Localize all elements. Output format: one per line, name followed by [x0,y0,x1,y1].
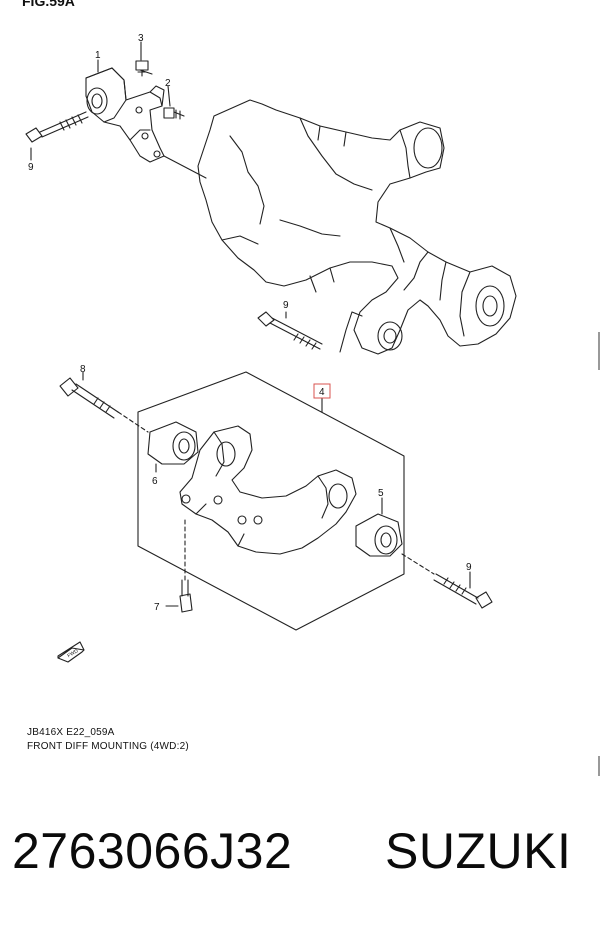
callout-9-middle: 9 [283,300,289,311]
callout-6: 6 [152,476,158,487]
fwd-badge-label: FWD [67,648,80,659]
bolt-part-3 [135,60,153,77]
fwd-arrow-icon [57,641,85,663]
callout-box-part-4 [313,383,331,399]
listing-footer [0,776,600,932]
bushing-part-5 [355,513,403,557]
lower-mount-bracket [179,425,357,555]
drawing-code: JB416X E22_059A [27,727,115,738]
callout-9-lower: 9 [466,562,472,573]
bushing-part-6 [147,421,199,465]
bolt-part-2 [163,107,185,120]
callout-8: 8 [80,364,86,375]
bolt-part-7 [179,519,193,613]
exploded-parts-diagram: 1 3 2 9 9 4 8 6 5 7 9 FWD [25,33,517,663]
callout-9-upper: 9 [28,162,34,173]
bolt-part-9-upper [25,111,89,143]
figure-label: FIG.59A [22,0,75,9]
callout-2: 2 [165,78,171,89]
bolt-part-8 [59,377,149,433]
upper-mount-bracket [85,67,165,163]
callout-5: 5 [378,488,384,499]
differential-housing [197,99,517,355]
bolt-part-9-lower [401,553,493,609]
edge-scroll-mark-bottom [598,756,600,776]
callout-1: 1 [95,50,101,61]
callout-3: 3 [138,33,144,44]
diagram-title: FRONT DIFF MOUNTING (4WD:2) [27,741,189,752]
bolt-part-9-middle [257,311,323,350]
callout-4: 4 [319,387,325,398]
part-number: 2763066J32 [12,823,293,879]
callout-7: 7 [154,602,160,613]
brand-name: SUZUKI [385,823,572,879]
edge-scroll-mark-top [598,332,600,370]
lower-assembly-frame [137,371,405,631]
parts-diagram-panel: FIG.59A [22,0,600,776]
